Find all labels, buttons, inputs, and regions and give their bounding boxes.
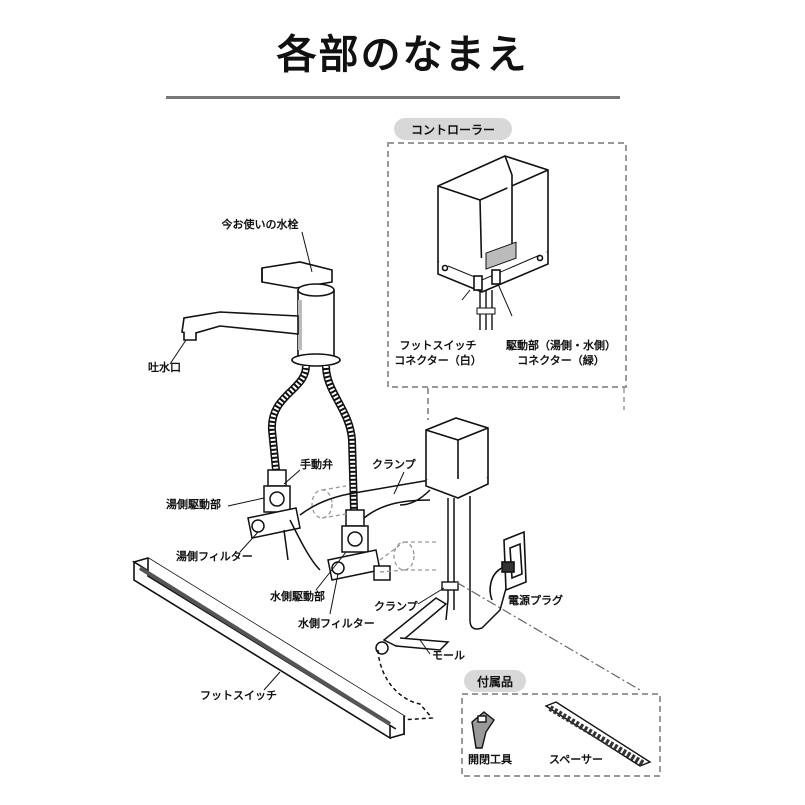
foot-connector-label-1: フットスイッチ — [400, 339, 477, 352]
hot-drive-label: 湯側駆動部 — [166, 497, 221, 511]
controller-cables — [399, 489, 511, 630]
flex-hoses — [267, 365, 358, 511]
controller-inset: コントローラー フットスイッチ コネクター（白） 駆動部（湯側・水側） コネクタ… — [387, 118, 627, 388]
tool-label: 開閉工具 — [468, 753, 512, 766]
title-divider — [166, 96, 620, 99]
accessories-inset: 付属品 開閉工具 スペーサー — [461, 670, 661, 777]
cold-drive-label: 水側駆動部 — [270, 589, 325, 603]
clamp-top-label: クランプ — [372, 457, 417, 471]
cold-drive-unit — [327, 509, 391, 581]
drive-connector-label-2: コネクター（緑） — [517, 353, 605, 367]
drive-connector-label-1: 駆動部（湯側・水側） — [506, 338, 616, 352]
spout-label: 吐水口 — [148, 360, 181, 374]
controller-enlarged — [437, 155, 549, 330]
faucet — [181, 261, 341, 367]
clamp-bottom — [441, 581, 459, 591]
wall-pipes — [311, 485, 438, 573]
cold-filter-label: 水側フィルター — [298, 616, 375, 630]
hot-filter-label: 湯側フィルター — [176, 549, 253, 563]
mole-cover — [375, 597, 450, 655]
clamp-bottom-label: クランプ — [374, 599, 419, 613]
foot-switch-label: フットスイッチ — [200, 689, 277, 702]
accessories-title: 付属品 — [477, 674, 513, 689]
opening-tool-icon — [471, 711, 495, 749]
mole-label: モール — [432, 649, 465, 662]
controller-installed — [425, 417, 489, 499]
controller-box-title: コントローラー — [411, 123, 495, 137]
manual-valve-label: 手動弁 — [300, 457, 333, 471]
faucet-label: 今お使いの水栓 — [221, 217, 299, 231]
power-outlet — [489, 530, 527, 601]
foot-switch — [132, 557, 406, 740]
spacer-icon — [544, 701, 652, 767]
hot-drive-unit — [247, 469, 301, 561]
power-plug-label: 電源プラグ — [508, 593, 563, 607]
foot-connector-label-2: コネクター（白） — [394, 353, 482, 367]
drive-wiring — [289, 479, 431, 571]
page-title: 各部のなまえ — [276, 32, 529, 78]
spacer-label: スペーサー — [549, 753, 603, 766]
